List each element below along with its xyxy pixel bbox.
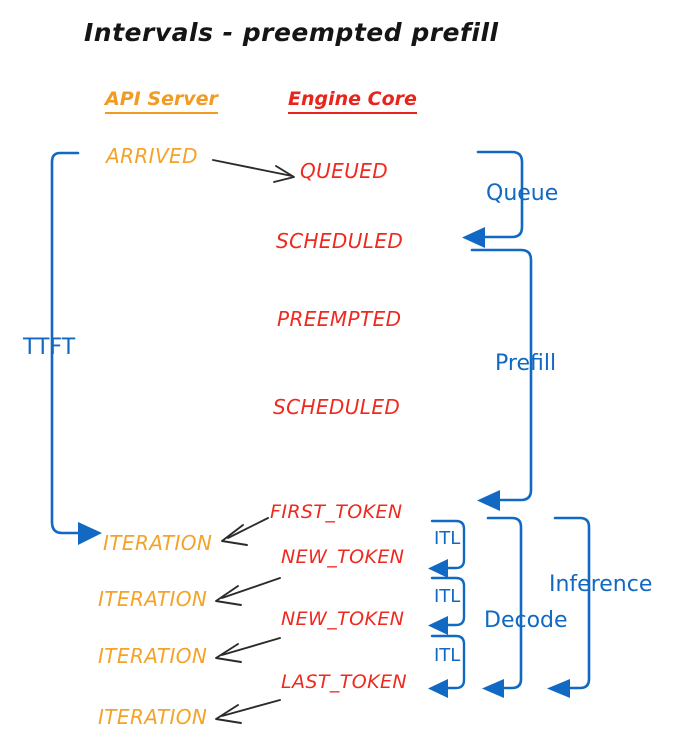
page-title: Intervals - preempted prefill: [84, 18, 499, 47]
state-iteration-2: ITERATION: [98, 587, 208, 611]
bracket-prefill: [470, 248, 533, 511]
state-scheduled-1: SCHEDULED: [276, 229, 404, 253]
state-preempted: PREEMPTED: [277, 307, 402, 331]
arrow-new-token-2: [215, 637, 281, 663]
state-scheduled-2: SCHEDULED: [273, 395, 401, 419]
interval-label-prefill: Prefill: [495, 351, 557, 376]
interval-label-itl-1: ITL: [434, 528, 461, 549]
interval-label-inference: Inference: [549, 572, 653, 597]
interval-label-itl-3: ITL: [434, 645, 461, 666]
state-iteration-1: ITERATION: [103, 531, 213, 555]
state-arrived: ARRIVED: [106, 144, 198, 168]
state-last-token: LAST_TOKEN: [281, 671, 407, 693]
arrow-arrived-to-queued: [212, 159, 295, 183]
interval-label-decode: Decode: [484, 608, 568, 633]
state-iteration-3: ITERATION: [98, 644, 208, 668]
arrow-new-token-1: [215, 577, 281, 606]
arrow-last-token: [215, 699, 281, 724]
state-new-token-1: NEW_TOKEN: [281, 546, 405, 568]
interval-label-itl-2: ITL: [434, 586, 461, 607]
interval-label-queue: Queue: [486, 181, 559, 206]
state-new-token-2: NEW_TOKEN: [281, 608, 405, 630]
arrow-first-token: [221, 517, 269, 546]
column-header-api-server: API Server: [105, 89, 218, 114]
state-queued: QUEUED: [300, 159, 389, 183]
state-first-token: FIRST_TOKEN: [270, 501, 403, 523]
state-iteration-4: ITERATION: [98, 705, 208, 729]
interval-label-ttft: TTFT: [23, 335, 76, 360]
column-header-engine-core: Engine Core: [288, 89, 417, 114]
